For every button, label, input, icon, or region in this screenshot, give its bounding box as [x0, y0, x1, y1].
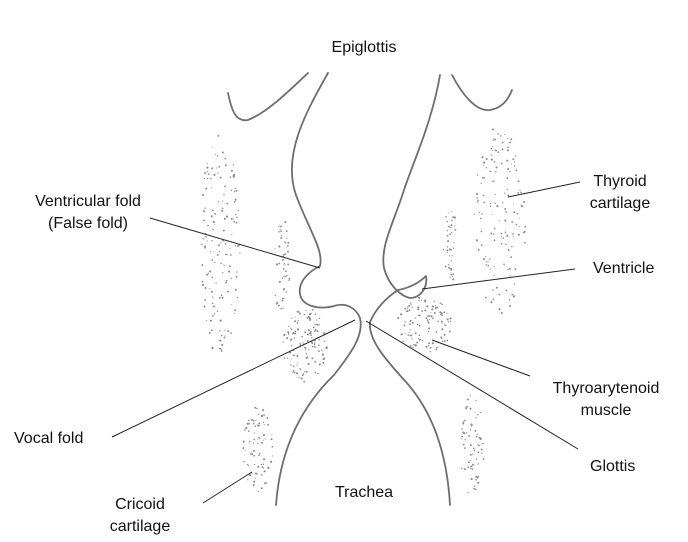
- label-muscle: muscle: [581, 402, 632, 419]
- epiglottis-left-edge: [228, 73, 308, 120]
- label-thyroid: Thyroid: [593, 173, 646, 190]
- leader-thyroarytenoid: [432, 340, 530, 376]
- labels: Epiglottis Ventricular fold (False fold)…: [14, 39, 659, 535]
- leader-cricoid: [203, 472, 252, 503]
- leader-glottis: [366, 321, 578, 449]
- left-muscle-stipple-upper: [274, 221, 290, 309]
- leader-vocal-fold: [112, 320, 355, 437]
- right-airway-wall: [370, 75, 450, 505]
- larynx-outline: [228, 73, 512, 505]
- label-ventricle: Ventricle: [593, 260, 654, 277]
- label-cricoid: Cricoid: [115, 496, 165, 513]
- left-airway-wall: [276, 73, 361, 505]
- left-cricoid-stipple: [242, 407, 273, 492]
- label-trachea: Trachea: [335, 484, 393, 501]
- stipple-layer: [201, 128, 526, 493]
- label-ventricular-fold: Ventricular fold: [35, 193, 141, 210]
- leader-ventricular-fold: [150, 218, 320, 268]
- right-thyroid-stipple: [474, 128, 526, 314]
- label-glottis: Glottis: [590, 458, 635, 475]
- label-false-fold: (False fold): [48, 215, 128, 232]
- right-muscle-stipple-upper: [443, 211, 456, 281]
- right-cricoid-stipple: [461, 395, 485, 493]
- leader-thyroid-cartilage: [508, 182, 580, 197]
- leader-ventricle: [422, 269, 575, 289]
- epiglottis-right-edge: [452, 75, 512, 110]
- left-muscle-stipple-lower: [283, 309, 328, 383]
- leader-lines: [112, 182, 580, 503]
- label-vocal-fold: Vocal fold: [14, 430, 83, 447]
- label-cricoid-cartilage: cartilage: [110, 518, 171, 535]
- label-thyroid-cartilage: cartilage: [590, 195, 651, 212]
- label-epiglottis: Epiglottis: [332, 39, 397, 56]
- label-thyroarytenoid: Thyroarytenoid: [553, 380, 660, 397]
